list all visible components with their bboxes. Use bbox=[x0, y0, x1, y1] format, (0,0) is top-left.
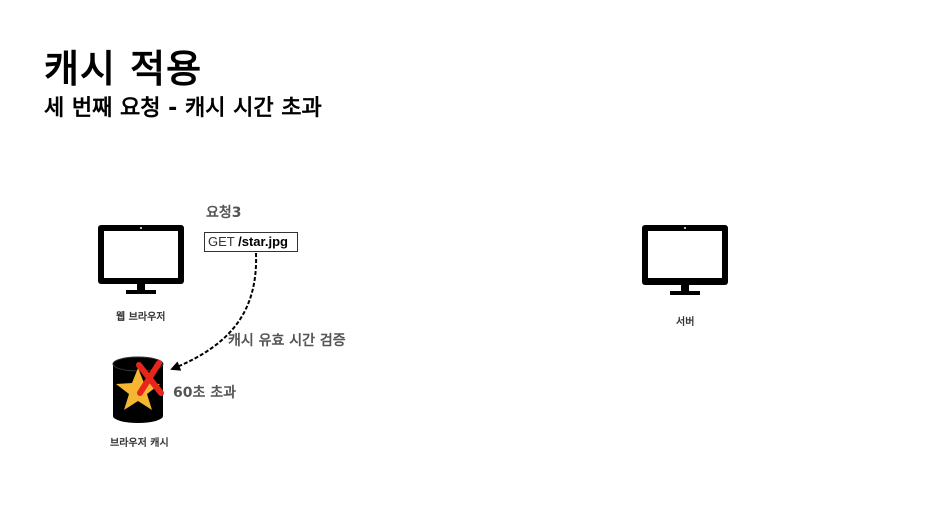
request-box: GET /star.jpg bbox=[204, 232, 298, 252]
page-title: 캐시 적용 bbox=[44, 47, 203, 91]
request-path: /star.jpg bbox=[238, 234, 288, 249]
server-monitor-icon bbox=[642, 225, 728, 295]
validation-arrow bbox=[170, 252, 258, 371]
cache-label: 브라우저 캐시 bbox=[110, 438, 169, 449]
request-method: GET bbox=[208, 234, 235, 249]
request-label: 요청3 bbox=[206, 205, 242, 221]
red-x-icon bbox=[136, 360, 164, 396]
cache-expired-label: 60초 초과 bbox=[173, 385, 236, 401]
cache-validation-label: 캐시 유효 시간 검증 bbox=[228, 333, 346, 349]
server-label: 서버 bbox=[676, 317, 695, 328]
star-icon bbox=[116, 368, 160, 410]
browser-monitor-icon bbox=[98, 225, 184, 294]
browser-label: 웹 브라우저 bbox=[116, 312, 166, 323]
page-subtitle: 세 번째 요청 - 캐시 시간 초과 bbox=[44, 96, 322, 121]
